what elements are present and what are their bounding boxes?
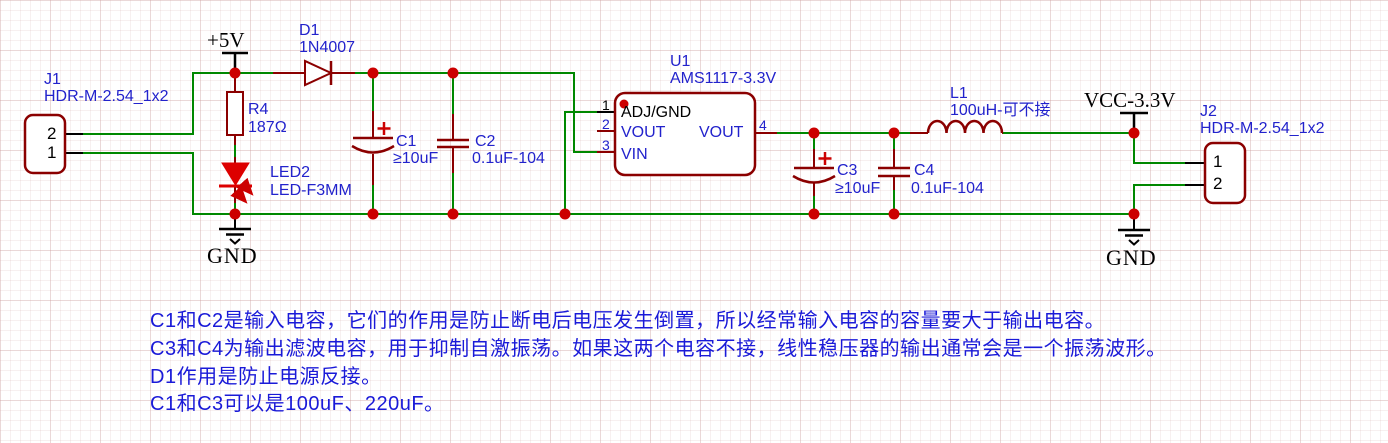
u1-stubs [597, 130, 777, 153]
j2-value[interactable]: HDR-M-2.54_1x2 [1200, 120, 1325, 137]
c4-capacitor-symbol[interactable] [878, 166, 910, 178]
u1-pin3-name: VIN [621, 146, 648, 163]
d1-diode-triangle[interactable] [304, 59, 334, 87]
j1-pin1-number: 1 [47, 143, 57, 162]
c2-value[interactable]: 0.1uF-104 [472, 150, 545, 167]
c3-value[interactable]: ≥10uF [835, 180, 881, 197]
u1-ref[interactable]: U1 [670, 53, 691, 70]
wire-vcc-to-j2pin1[interactable] [1133, 133, 1185, 164]
annotation-line-2[interactable]: C3和C4为输出滤波电容，用于抑制自激振荡。如果这两个电容不接，线性稳压器的输出… [150, 338, 1167, 360]
u1-pin1-name: ADJ/GND [621, 104, 692, 121]
annotation-line-1[interactable]: C1和C2是输入电容，它们的作用是防止断电后电压发生倒置，所以经常输入电容的容量… [150, 310, 1106, 332]
j2-stubs [1185, 162, 1205, 186]
u1-pin4-number: 4 [759, 117, 767, 133]
annotation-line-3[interactable]: D1作用是防止电源反接。 [150, 366, 382, 388]
l1-ref[interactable]: L1 [950, 85, 968, 102]
c3-ref[interactable]: C3 [837, 162, 858, 179]
j1-value[interactable]: HDR-M-2.54_1x2 [44, 88, 169, 105]
c1-ref[interactable]: C1 [396, 133, 417, 150]
c1-capacitor-symbol[interactable] [351, 136, 395, 154]
wire-adj-to-gnd[interactable] [564, 111, 600, 214]
junction-dots [229, 67, 1140, 220]
j2-pin1-number: 1 [1213, 152, 1223, 171]
d1-value[interactable]: 1N4007 [299, 39, 356, 56]
u1-pin2-number: 2 [602, 116, 610, 132]
net-label-gnd-right[interactable]: GND [1106, 245, 1157, 270]
u1-pin2-name: VOUT [621, 124, 666, 141]
led-light-arrow-2 [230, 185, 248, 204]
u1-regulator-body[interactable] [613, 91, 757, 177]
component-bodies [23, 59, 1247, 205]
d1-ref[interactable]: D1 [299, 22, 320, 39]
r4-resistor-body[interactable] [226, 91, 244, 136]
j1-pin2-number: 2 [47, 124, 57, 143]
j2-connector-body[interactable] [1203, 141, 1247, 205]
j1-stubs [65, 133, 83, 154]
u1-pin3-number: 3 [602, 137, 610, 153]
c2-ref[interactable]: C2 [475, 133, 496, 150]
net-label-gnd-left[interactable]: GND [207, 243, 258, 268]
c1-value[interactable]: ≥10uF [393, 150, 439, 167]
c1-plus-sign [377, 122, 391, 135]
net-label-vcc33[interactable]: VCC-3.3V [1084, 88, 1176, 112]
c4-value[interactable]: 0.1uF-104 [911, 180, 984, 197]
j1-ref[interactable]: J1 [44, 71, 61, 88]
polarity-marks [377, 122, 832, 165]
wire-j2pin2-to-gnd[interactable] [1133, 184, 1185, 214]
u1-pin1-number: 1 [602, 97, 610, 113]
net-label-5v[interactable]: +5V [207, 28, 245, 52]
l1-value[interactable]: 100uH-可不接 [950, 102, 1051, 119]
j2-ref[interactable]: J2 [1200, 103, 1217, 120]
l1-inductor-coil[interactable] [926, 119, 1004, 134]
r4-ref[interactable]: R4 [248, 101, 269, 118]
pin-stubs [234, 72, 1003, 203]
led2-ref[interactable]: LED2 [270, 164, 311, 181]
c3-plus-sign [818, 152, 832, 165]
led2-symbol[interactable] [219, 162, 254, 204]
j2-pin2-number: 2 [1213, 174, 1223, 193]
annotation-line-4[interactable]: C1和C3可以是100uF、220uF。 [150, 393, 445, 415]
u1-value[interactable]: AMS1117-3.3V [670, 70, 777, 87]
j1-connector-body[interactable] [23, 113, 67, 175]
led-triangle [221, 162, 250, 186]
r4-value[interactable]: 187Ω [248, 119, 287, 136]
c2-capacitor-symbol[interactable] [437, 138, 469, 149]
wire-gnd-rail[interactable] [83, 152, 1134, 215]
u1-pin4-name: VOUT [699, 124, 744, 141]
u1-pin1-marker-dot [619, 99, 629, 109]
c3-capacitor-symbol[interactable] [792, 166, 836, 184]
c4-ref[interactable]: C4 [914, 162, 935, 179]
led2-value[interactable]: LED-F3MM [270, 182, 352, 199]
gnd-symbol-right[interactable] [1118, 214, 1150, 246]
